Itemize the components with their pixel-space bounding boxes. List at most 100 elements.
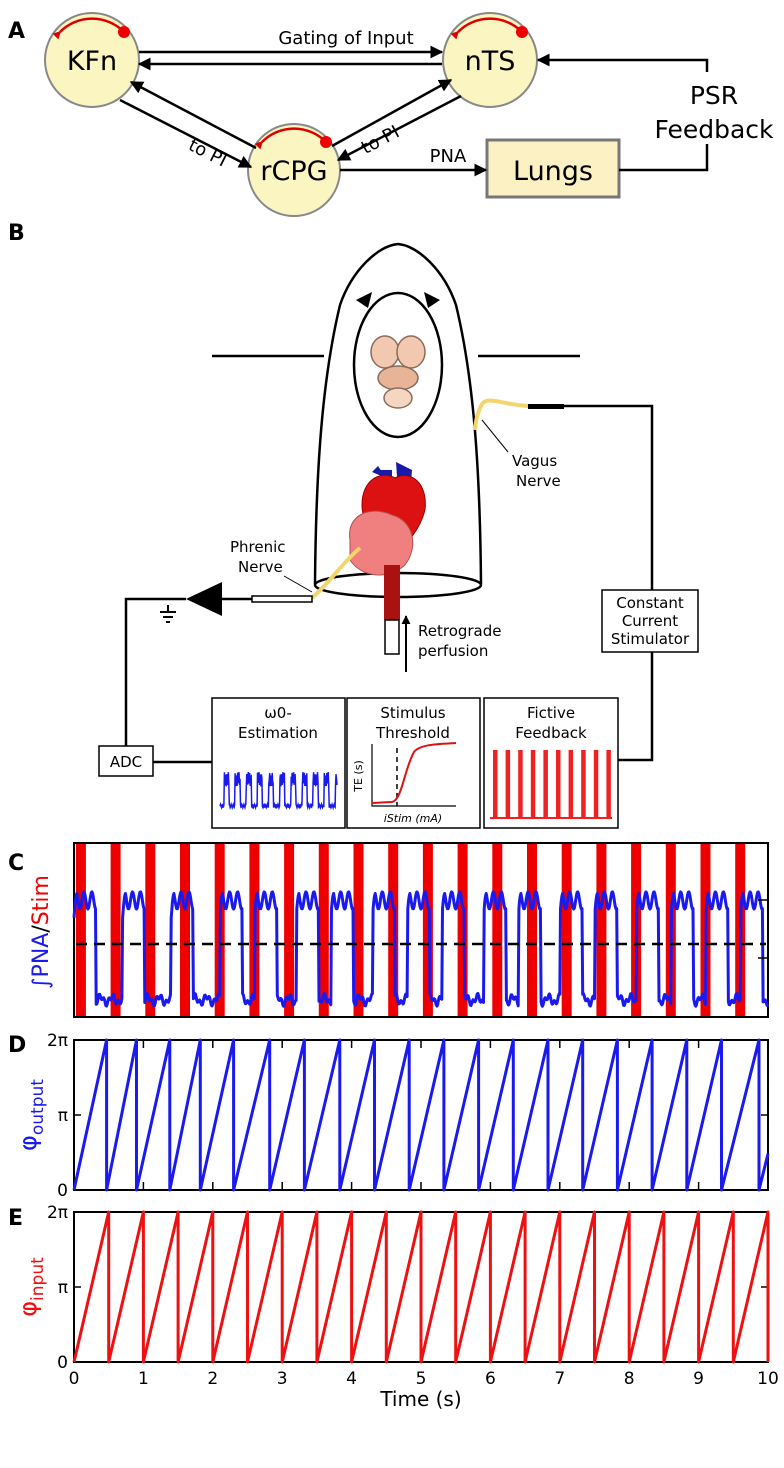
e-xtick-label: 2 [207,1369,218,1389]
d-ylabel: φoutput [14,1079,48,1151]
e-xtick-label: 0 [69,1369,80,1389]
c-ylabel: ∫PNA/Stim [29,875,54,989]
stimulator-box [601,589,699,653]
psr-label-bg [668,72,760,144]
threshold-label-line2: Threshold [375,724,450,742]
perfusion-cannula [384,619,400,655]
panel-d-frame [73,1039,769,1191]
e-xtick-label: 9 [693,1369,704,1389]
stimulator-wire [618,650,654,762]
fictive-label-line1: Fictive [527,704,575,722]
e-xtick-label: 4 [346,1369,357,1389]
node-rcpg: rCPG [247,123,341,217]
c-ylabel-pna: ∫PNA [29,933,54,989]
stim-pulse [145,844,156,1016]
edge-kfn-to-rcpg [119,98,253,169]
amplifier-output-wire [124,597,186,746]
adc-label: ADC [110,753,142,771]
stimulator-line3: Stimulator [611,630,690,648]
stim-pulse [75,844,86,1016]
fictive-pulse [581,750,586,818]
d-ylabel-sub: output [28,1079,48,1135]
fictive-pulse [543,750,548,818]
edge-label-to-pi-left: to PI [185,135,230,172]
fictive-pulse [568,750,574,818]
e-xtick-label: 10 [757,1369,779,1389]
vagus-nerve [473,398,529,431]
pna-trace [72,890,770,1008]
stim-pulse [318,844,329,1016]
threshold-label-line1: Stimulus [380,704,445,722]
panel-c: C ∫PNA/Stim [8,842,770,1018]
heart-icon [349,462,426,590]
c-ylabel-sep: / [29,925,54,933]
phrenic-nerve [310,546,362,600]
fictive-label-line2: Feedback [515,724,587,742]
stim-pulse [353,844,364,1016]
rcpg-rhythm-arc-icon [254,127,327,150]
fictive-pulse-train [490,750,612,819]
stim-pulse [388,844,399,1016]
edge-rcpg-to-nts [331,78,453,148]
edge-label-psr: PSR [690,81,738,110]
e-xlabel: Time (s) [379,1387,461,1411]
threshold-xlabel: iStim (mA) [384,812,442,825]
vagus-label-line1: Vagus [512,452,557,470]
e-xtick-label: 8 [624,1369,635,1389]
stim-pulse [561,844,572,1016]
phrenic-pointer [283,575,313,593]
left-eye-icon [356,292,372,308]
fictive-pulse [518,750,523,818]
node-rcpg-label: rCPG [260,156,327,187]
phrenic-label-line1: Phrenic [230,538,286,556]
stim-pulse [492,844,503,1016]
node-lungs-label: Lungs [513,156,593,187]
panel-d: D 2π π 0 φoutput [8,1031,770,1201]
e-ytick-0: 0 [57,1353,68,1373]
stim-pulse [527,844,537,1016]
stim-pulse [284,844,295,1016]
stimulator-line2: Current [622,612,678,630]
c-ylabel-stim: Stim [29,875,54,925]
node-kfn-label: KFn [67,46,117,77]
fictive-pulse [606,750,611,818]
perfusion-label-line2: perfusion [418,642,488,660]
kfn-rhythm-dot-icon [118,26,130,38]
brain-icon [370,335,426,409]
e-ytick-2pi: 2π [47,1203,68,1223]
node-kfn: KFn [44,12,140,108]
e-ylabel: φinput [14,1257,48,1317]
e-xtick-label: 6 [485,1369,496,1389]
phase-output-trace [72,1038,770,1192]
adc-box [98,745,154,777]
node-nts: nTS [442,12,538,108]
panel-label-c: C [8,851,24,876]
stimulator-line1: Constant [616,594,684,612]
panel-b: B [8,221,699,829]
d-ytick-2pi: 2π [47,1031,68,1051]
fictive-pulse [556,750,561,818]
stim-pulse [422,844,433,1016]
omega-label-line2: Estimation [238,724,318,742]
panel-label-a: A [8,19,25,44]
e-xtick-label: 7 [554,1369,565,1389]
d-ytick-pi: π [58,1106,68,1126]
stim-pulse [110,844,121,1016]
nts-rhythm-arc-icon [450,17,523,40]
phrenic-electrode [251,595,313,603]
e-xtick-label: 3 [277,1369,288,1389]
edge-label-pna: PNA [430,146,467,167]
d-axis-ticks [73,1039,769,1191]
stim-pulse [596,844,607,1016]
edge-rcpg-to-kfn [129,80,257,150]
e-ylabel-main: φ [14,1301,42,1317]
e-ylabel-sub: input [28,1257,48,1301]
panel-a: A KFn nTS rCPG Lungs [8,12,774,217]
panel-label-d: D [8,1033,26,1058]
phrenic-label-line2: Nerve [238,558,283,576]
amplifier-icon [186,582,222,616]
stim-pulse [457,844,468,1016]
right-eye-icon [424,292,440,308]
